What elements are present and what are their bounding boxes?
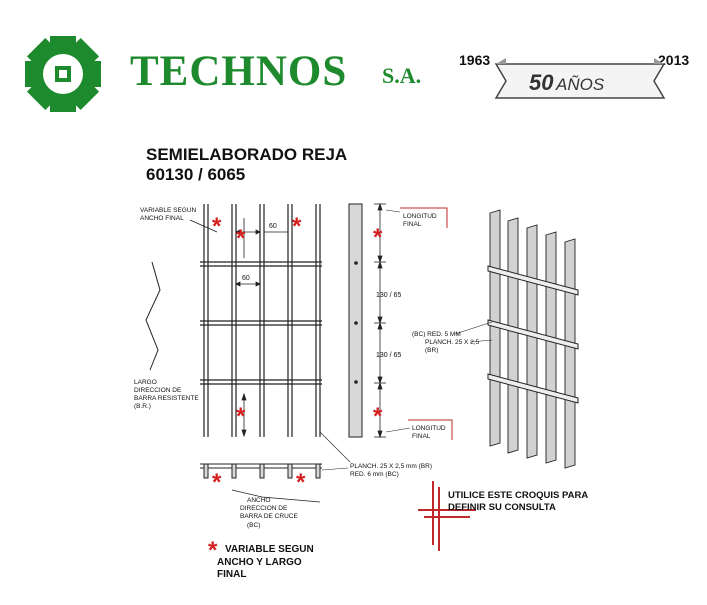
brand-suffix: S.A. — [382, 63, 421, 88]
largo-break-arrow — [145, 261, 161, 371]
asterisk-icon: * — [292, 213, 302, 240]
legend-line-2: ANCHO Y LARGO — [217, 557, 302, 568]
side-dimensions — [374, 202, 386, 439]
note-line-1: UTILICE ESTE CROQUIS PARA — [448, 490, 588, 501]
label-ancho-4: (BC) — [247, 522, 260, 529]
label-largo-4: (B.R.) — [134, 403, 151, 410]
company-logo-icon — [25, 36, 101, 112]
asterisk-icon: * — [236, 403, 246, 430]
drawing-subtitle: 60130 / 6065 — [146, 165, 245, 184]
label-longitud-bottom-1: LONGITUD — [412, 425, 446, 432]
asterisk-markers: * * * * * * * * * — [208, 213, 383, 564]
note-marker-lines — [418, 481, 476, 551]
drawing-title: SEMIELABORADO REJA — [146, 145, 347, 164]
label-iso-3: (BR) — [425, 347, 438, 354]
front-dimensions — [235, 218, 288, 438]
grating-front-view — [200, 204, 322, 437]
asterisk-icon: * — [212, 469, 222, 496]
asterisk-icon: * — [236, 225, 246, 252]
label-largo-2: DIRECCION DE — [134, 387, 182, 394]
label-iso-2: PLANCH. 25 X 2,5 — [425, 339, 480, 346]
dimension-130-65-a: 130 / 65 — [376, 292, 401, 299]
asterisk-icon: * — [212, 213, 222, 240]
label-planch-1: PLANCH. 25 X 2,5 mm (BR) — [350, 463, 432, 470]
label-ancho-1: ANCHO — [247, 497, 270, 504]
dimension-130-65-b: 130 / 65 — [376, 352, 401, 359]
asterisk-icon: * — [373, 403, 383, 430]
label-largo-3: BARRA RESISTENTE — [134, 395, 199, 402]
isometric-cross-bars — [487, 265, 579, 404]
grating-side-view — [348, 203, 363, 438]
label-largo-1: LARGO — [134, 379, 157, 386]
anniversary-number: 50 — [529, 70, 554, 95]
label-ancho-2: DIRECCION DE — [240, 505, 288, 512]
anniversary-year-end: 2013 — [658, 52, 689, 68]
legend-line-1: VARIABLE SEGUN — [225, 544, 314, 555]
label-variable-ancho-2: ANCHO FINAL — [140, 215, 184, 222]
ancho-dimension — [231, 489, 321, 503]
label-longitud-top-1: LONGITUD — [403, 213, 437, 220]
grating-profile-view — [200, 463, 322, 479]
anniversary-years: AÑOS — [555, 75, 605, 94]
asterisk-icon: * — [373, 224, 383, 251]
legend-line-3: FINAL — [217, 569, 246, 580]
brand-name: TECHNOS — [130, 48, 347, 95]
label-longitud-top-2: FINAL — [403, 221, 422, 228]
label-iso-1: (BC) RED. 5 MM — [412, 331, 461, 338]
label-ancho-3: BARRA DE CRUCE — [240, 513, 298, 520]
anniversary-badge: 1963 2013 50 AÑOS — [459, 52, 689, 99]
label-variable-ancho-1: VARIABLE SEGUN — [140, 207, 197, 214]
anniversary-year-start: 1963 — [459, 52, 490, 68]
label-planch-2: RED. 6 mm (BC) — [350, 471, 399, 478]
label-longitud-bottom-2: FINAL — [412, 433, 431, 440]
note-line-2: DEFINIR SU CONSULTA — [448, 502, 556, 513]
dimension-60-mid: 60 — [242, 275, 250, 282]
dimension-60-top: 60 — [269, 223, 277, 230]
asterisk-icon: * — [296, 469, 306, 496]
longitud-bottom-callout — [408, 419, 453, 440]
asterisk-icon: * — [208, 537, 218, 564]
grating-isometric-view — [489, 209, 576, 469]
longitud-top-callout — [400, 207, 448, 228]
